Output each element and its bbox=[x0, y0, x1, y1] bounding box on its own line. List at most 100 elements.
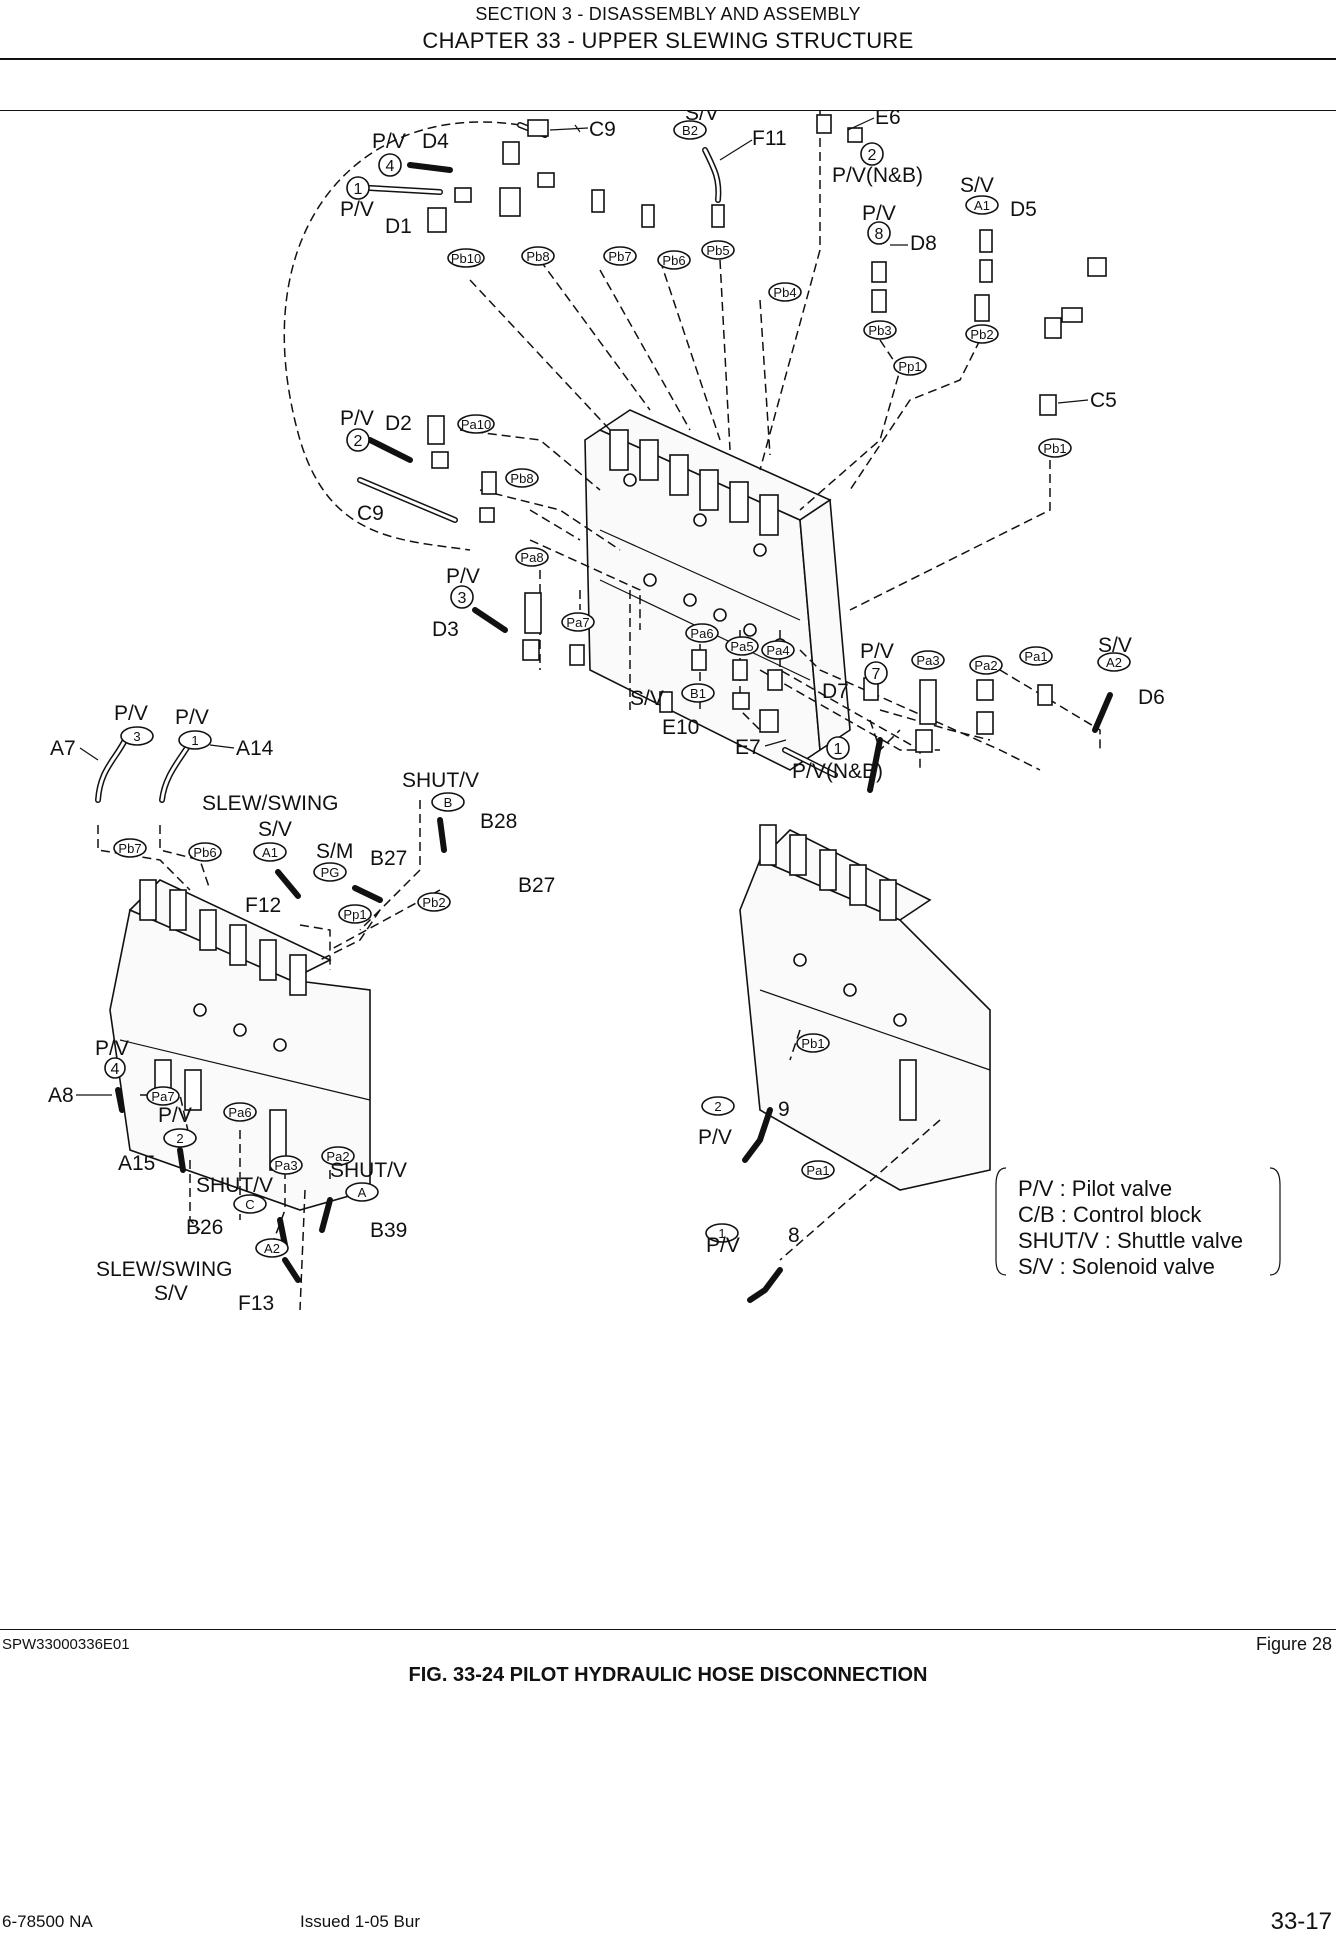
svg-text:8: 8 bbox=[788, 1224, 800, 1247]
svg-text:4: 4 bbox=[111, 1061, 120, 1078]
svg-text:A2: A2 bbox=[264, 1241, 280, 1256]
svg-text:2: 2 bbox=[176, 1131, 183, 1146]
svg-text:Pa2: Pa2 bbox=[974, 658, 997, 673]
svg-text:E6: E6 bbox=[875, 110, 901, 129]
svg-text:Pb2: Pb2 bbox=[970, 327, 993, 342]
svg-text:Pb4: Pb4 bbox=[773, 285, 796, 300]
svg-text:7: 7 bbox=[872, 666, 881, 683]
svg-text:Pa1: Pa1 bbox=[1024, 649, 1047, 664]
svg-text:D4: D4 bbox=[422, 130, 449, 153]
svg-text:Pa3: Pa3 bbox=[274, 1158, 297, 1173]
svg-text:P/V: P/V bbox=[698, 1126, 732, 1149]
svg-text:D2: D2 bbox=[385, 412, 412, 435]
svg-text:B2: B2 bbox=[682, 123, 698, 138]
svg-text:B26: B26 bbox=[186, 1216, 223, 1239]
svg-text:Pa10: Pa10 bbox=[461, 417, 491, 432]
svg-text:C9: C9 bbox=[357, 502, 384, 525]
svg-text:8: 8 bbox=[875, 226, 884, 243]
svg-text:A8: A8 bbox=[48, 1084, 74, 1107]
svg-text:Pb7: Pb7 bbox=[608, 249, 631, 264]
svg-text:S/V: S/V bbox=[1098, 634, 1132, 657]
svg-text:P/V: P/V bbox=[175, 706, 209, 729]
svg-text:1: 1 bbox=[354, 181, 363, 198]
svg-text:Pp1: Pp1 bbox=[343, 907, 366, 922]
svg-text:Pa3: Pa3 bbox=[916, 653, 939, 668]
upper-labels: C9 S/V B2 F11 E6 2 P/V(N&B) P/V D4 4 1 P… bbox=[340, 110, 1165, 783]
svg-text:4: 4 bbox=[386, 158, 395, 175]
page-number: 33-17 bbox=[1270, 1908, 1332, 1935]
svg-text:Pb8: Pb8 bbox=[510, 471, 533, 486]
svg-text:Pa1: Pa1 bbox=[806, 1163, 829, 1178]
svg-text:Pb3: Pb3 bbox=[868, 323, 891, 338]
svg-text:P/V: P/V bbox=[862, 202, 896, 225]
svg-text:P/V: P/V bbox=[158, 1104, 192, 1127]
page-header: SECTION 3 - DISASSEMBLY AND ASSEMBLY CHA… bbox=[0, 0, 1336, 60]
svg-text:B27: B27 bbox=[370, 847, 407, 870]
svg-text:D7: D7 bbox=[822, 680, 849, 703]
svg-text:P/V: P/V bbox=[95, 1037, 129, 1060]
svg-text:3: 3 bbox=[458, 590, 467, 607]
svg-text:P/V: P/V bbox=[114, 702, 148, 725]
svg-text:Pb1: Pb1 bbox=[801, 1036, 824, 1051]
svg-text:D6: D6 bbox=[1138, 686, 1165, 709]
abbreviation-legend: P/V : Pilot valve C/B : Control block SH… bbox=[995, 1167, 1281, 1279]
upper-routing-lines bbox=[283, 110, 1101, 771]
lower-right-labels: Pb1 2 P/V 9 Pa1 1 P/V 8 bbox=[698, 1033, 835, 1257]
svg-text:P/V: P/V bbox=[340, 198, 374, 221]
svg-text:Pb5: Pb5 bbox=[706, 243, 729, 258]
svg-text:A7: A7 bbox=[50, 737, 76, 760]
svg-text:A1: A1 bbox=[974, 198, 990, 213]
svg-text:P/V: P/V bbox=[706, 1234, 740, 1257]
svg-text:E10: E10 bbox=[662, 716, 699, 739]
svg-text:B1: B1 bbox=[690, 686, 706, 701]
svg-text:B39: B39 bbox=[370, 1219, 407, 1242]
svg-text:Pb1: Pb1 bbox=[1043, 441, 1066, 456]
svg-text:F12: F12 bbox=[245, 894, 281, 917]
svg-text:1: 1 bbox=[191, 733, 198, 748]
svg-text:2: 2 bbox=[714, 1099, 721, 1114]
svg-text:1: 1 bbox=[834, 741, 843, 758]
svg-text:S/V: S/V bbox=[960, 174, 994, 197]
svg-text:Pa6: Pa6 bbox=[690, 626, 713, 641]
svg-text:Pb8: Pb8 bbox=[526, 249, 549, 264]
svg-text:P/V: P/V bbox=[340, 407, 374, 430]
svg-text:3: 3 bbox=[133, 729, 140, 744]
svg-text:Pp1: Pp1 bbox=[898, 359, 921, 374]
svg-text:Pa4: Pa4 bbox=[766, 643, 789, 658]
svg-text:D3: D3 bbox=[432, 618, 459, 641]
upper-fittings bbox=[427, 114, 1107, 753]
svg-text:SHUT/V : Shuttle valve: SHUT/V : Shuttle valve bbox=[1018, 1228, 1243, 1253]
svg-text:P/V(N&B): P/V(N&B) bbox=[832, 164, 923, 187]
svg-text:C/B : Control block: C/B : Control block bbox=[1018, 1202, 1202, 1227]
svg-text:P/V: P/V bbox=[446, 565, 480, 588]
svg-text:F13: F13 bbox=[238, 1292, 274, 1315]
lower-right-control-block bbox=[739, 824, 991, 1191]
svg-text:B: B bbox=[444, 795, 453, 810]
svg-text:SHUT/V: SHUT/V bbox=[196, 1174, 273, 1197]
svg-text:B27: B27 bbox=[518, 874, 555, 897]
svg-text:Pa2: Pa2 bbox=[326, 1149, 349, 1164]
svg-text:Pb6: Pb6 bbox=[662, 253, 685, 268]
svg-text:C9: C9 bbox=[589, 118, 616, 141]
svg-text:D5: D5 bbox=[1010, 198, 1037, 221]
svg-text:Pb7: Pb7 bbox=[118, 841, 141, 856]
svg-text:Pb10: Pb10 bbox=[451, 251, 481, 266]
svg-text:S/V: S/V bbox=[630, 687, 664, 710]
svg-text:1: 1 bbox=[718, 1226, 725, 1241]
svg-text:PG: PG bbox=[321, 865, 340, 880]
svg-text:Pb6: Pb6 bbox=[193, 845, 216, 860]
svg-text:2: 2 bbox=[868, 147, 877, 164]
svg-text:C5: C5 bbox=[1090, 389, 1117, 412]
svg-text:D8: D8 bbox=[910, 232, 937, 255]
svg-text:Pa7: Pa7 bbox=[151, 1089, 174, 1104]
figure-frame bbox=[0, 110, 1336, 1630]
chapter-title: CHAPTER 33 - UPPER SLEWING STRUCTURE bbox=[422, 28, 914, 53]
svg-text:SHUT/V: SHUT/V bbox=[402, 769, 479, 792]
svg-text:P/V: P/V bbox=[860, 640, 894, 663]
header-rule bbox=[0, 58, 1336, 60]
svg-text:Pa5: Pa5 bbox=[730, 639, 753, 654]
svg-text:2: 2 bbox=[354, 433, 363, 450]
svg-text:SLEW/SWING: SLEW/SWING bbox=[202, 792, 339, 815]
lower-left-labels: P/V P/V 3 1 A7 A14 SHUT/V B B28 SLEW/SWI… bbox=[48, 702, 555, 1315]
svg-text:P/V(N&B): P/V(N&B) bbox=[792, 760, 883, 783]
